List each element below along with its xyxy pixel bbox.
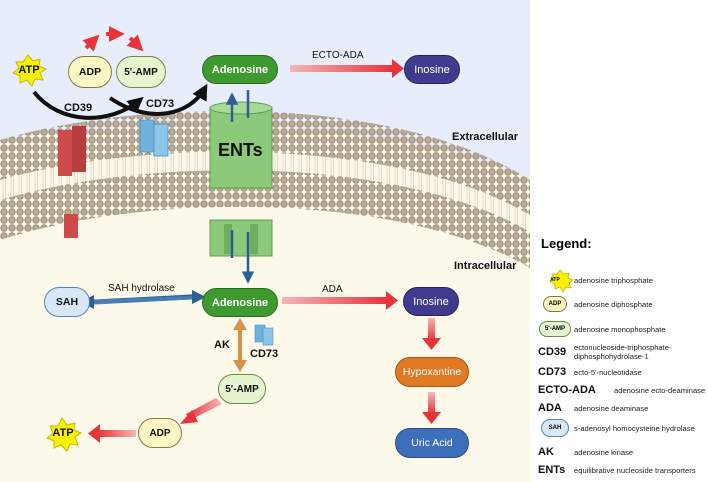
legend-item-sah: SAH s-adenosyl homocysteine hydrolase — [538, 416, 708, 440]
legend-cd73-abbr: CD73 — [538, 366, 567, 378]
sah-node[interactable]: SAH — [44, 287, 90, 317]
sah-hydrolase-label: SAH hydrolase — [108, 283, 175, 294]
ecto-ada-arrow-shaft — [290, 65, 394, 72]
cd39-protein — [58, 126, 86, 238]
inosine-to-hypoxantine-shaft — [428, 318, 435, 340]
ada-arrow-head — [386, 291, 398, 310]
legend-ak-abbr: AK — [538, 446, 554, 458]
legend-item-amp: 5'-AMP adenosine monophosphate — [538, 317, 708, 341]
intracellular-label: Intracellular — [454, 260, 517, 272]
legend-sah-pill: SAH — [541, 419, 569, 437]
legend-atp-desc: adenosine triphosphate — [574, 275, 653, 285]
legend-item-atp: ATP adenosine triphosphate — [538, 268, 708, 292]
inosine-node-bottom[interactable]: Inosine — [403, 287, 459, 316]
legend-ents-abbr: ENTs — [538, 464, 566, 476]
adenosine-node-bottom[interactable]: Adenosine — [202, 288, 278, 317]
legend-ents-desc: equilibrative nucleoside transporters — [574, 465, 696, 475]
cd73-label-bottom: CD73 — [250, 348, 279, 360]
hypoxantine-node[interactable]: Hypoxantine — [395, 357, 469, 387]
ecto-ada-arrow-head — [392, 59, 404, 78]
adp-node-bottom[interactable]: ADP — [138, 418, 182, 448]
amp-node-top: 5'-AMP — [116, 56, 166, 88]
adenosine-node-top[interactable]: Adenosine — [202, 55, 278, 84]
legend-sah-desc: s-adenosyl homocysteine hydrolase — [574, 423, 695, 433]
atp-label-bottom: ATP — [52, 427, 74, 439]
inosine-to-hypoxantine-head — [422, 338, 441, 350]
legend-item-cd73: CD73 ecto-5'-nucleotidase — [538, 360, 708, 384]
legend-item-cd39: CD39 ectonucleoside-triphosphate-diphosp… — [538, 340, 708, 364]
cd73-label-top: CD73 — [146, 98, 175, 110]
inosine-node-top[interactable]: Inosine — [404, 55, 460, 84]
legend-item-ada: ADA adenosine deaminase — [538, 396, 708, 420]
amp-to-adp-head — [180, 410, 198, 424]
legend-title: Legend: — [541, 236, 592, 251]
sah-hydrolase-arrow-left — [86, 296, 200, 305]
membrane-outer-leaflet — [0, 110, 530, 215]
legend-item-ak: AK adenosine kinase — [538, 440, 708, 464]
hypoxantine-to-uric-shaft — [428, 392, 435, 414]
amp-node-bottom[interactable]: 5'-AMP — [218, 374, 266, 404]
legend-ak-desc: adenosine kinase — [574, 447, 634, 457]
legend-atp-star — [549, 269, 574, 293]
red-arrow-3 — [126, 34, 144, 52]
cd73-protein — [139, 119, 169, 157]
ents-protein — [209, 101, 273, 257]
legend-item-adp: ADP adenosine diphosphate — [538, 292, 708, 316]
ada-label: ADA — [322, 284, 343, 295]
hypoxantine-to-uric-head — [422, 412, 441, 424]
legend-cd73-desc: ecto-5'-nucleotidase — [574, 367, 642, 377]
sah-arrow-head-right — [192, 290, 206, 304]
legend-atp-text: ATP — [550, 277, 560, 283]
adp-node-top: ADP — [68, 56, 112, 88]
red-arrow-1 — [82, 34, 100, 52]
legend-ecto-ada-desc: adenosine ecto-deaminase — [614, 385, 706, 395]
ak-label: AK — [214, 339, 230, 351]
ak-arrow-head-up — [233, 318, 247, 330]
legend-adp-desc: adenosine diphosphate — [574, 299, 653, 309]
legend-ada-abbr: ADA — [538, 402, 562, 414]
atp-star-bottom — [46, 417, 83, 452]
legend-ecto-ada-abbr: ECTO-ADA — [538, 384, 596, 396]
atp-label-top: ATP — [18, 64, 40, 76]
adp-to-atp-shaft — [98, 430, 136, 437]
atp-star-top — [12, 54, 48, 87]
legend-cd39-abbr: CD39 — [538, 346, 567, 358]
ada-arrow-shaft — [282, 297, 388, 304]
legend-item-ents: ENTs equilibrative nucleoside transporte… — [538, 458, 708, 482]
cd73-protein-bottom — [254, 324, 274, 346]
ecto-ada-label: ECTO-ADA — [312, 50, 364, 61]
uric-acid-node[interactable]: Uric Acid — [395, 428, 469, 458]
legend-ada-desc: adenosine deaminase — [574, 403, 649, 413]
legend-atp-symbol: ATP — [538, 268, 572, 292]
legend-item-ecto-ada: ECTO-ADA adenosine ecto-deaminase — [538, 378, 708, 402]
legend-amp-desc: adenosine monophosphate — [574, 324, 666, 334]
ak-arrow-head-down — [233, 360, 247, 372]
adp-to-atp-head — [88, 424, 100, 443]
legend-adp-pill: ADP — [543, 296, 567, 312]
cd39-label: CD39 — [64, 102, 93, 114]
legend-cd39-desc: ectonucleoside-triphosphate-diphosphohyd… — [574, 343, 672, 361]
amp-to-adp-shaft — [186, 398, 222, 420]
ents-label: ENTs — [218, 140, 263, 160]
extracellular-label: Extracellular — [452, 131, 519, 143]
amp-to-adenosine-arrow — [108, 83, 208, 116]
legend-amp-pill: 5'-AMP — [539, 321, 571, 337]
membrane-inner-leaflet — [0, 170, 530, 268]
